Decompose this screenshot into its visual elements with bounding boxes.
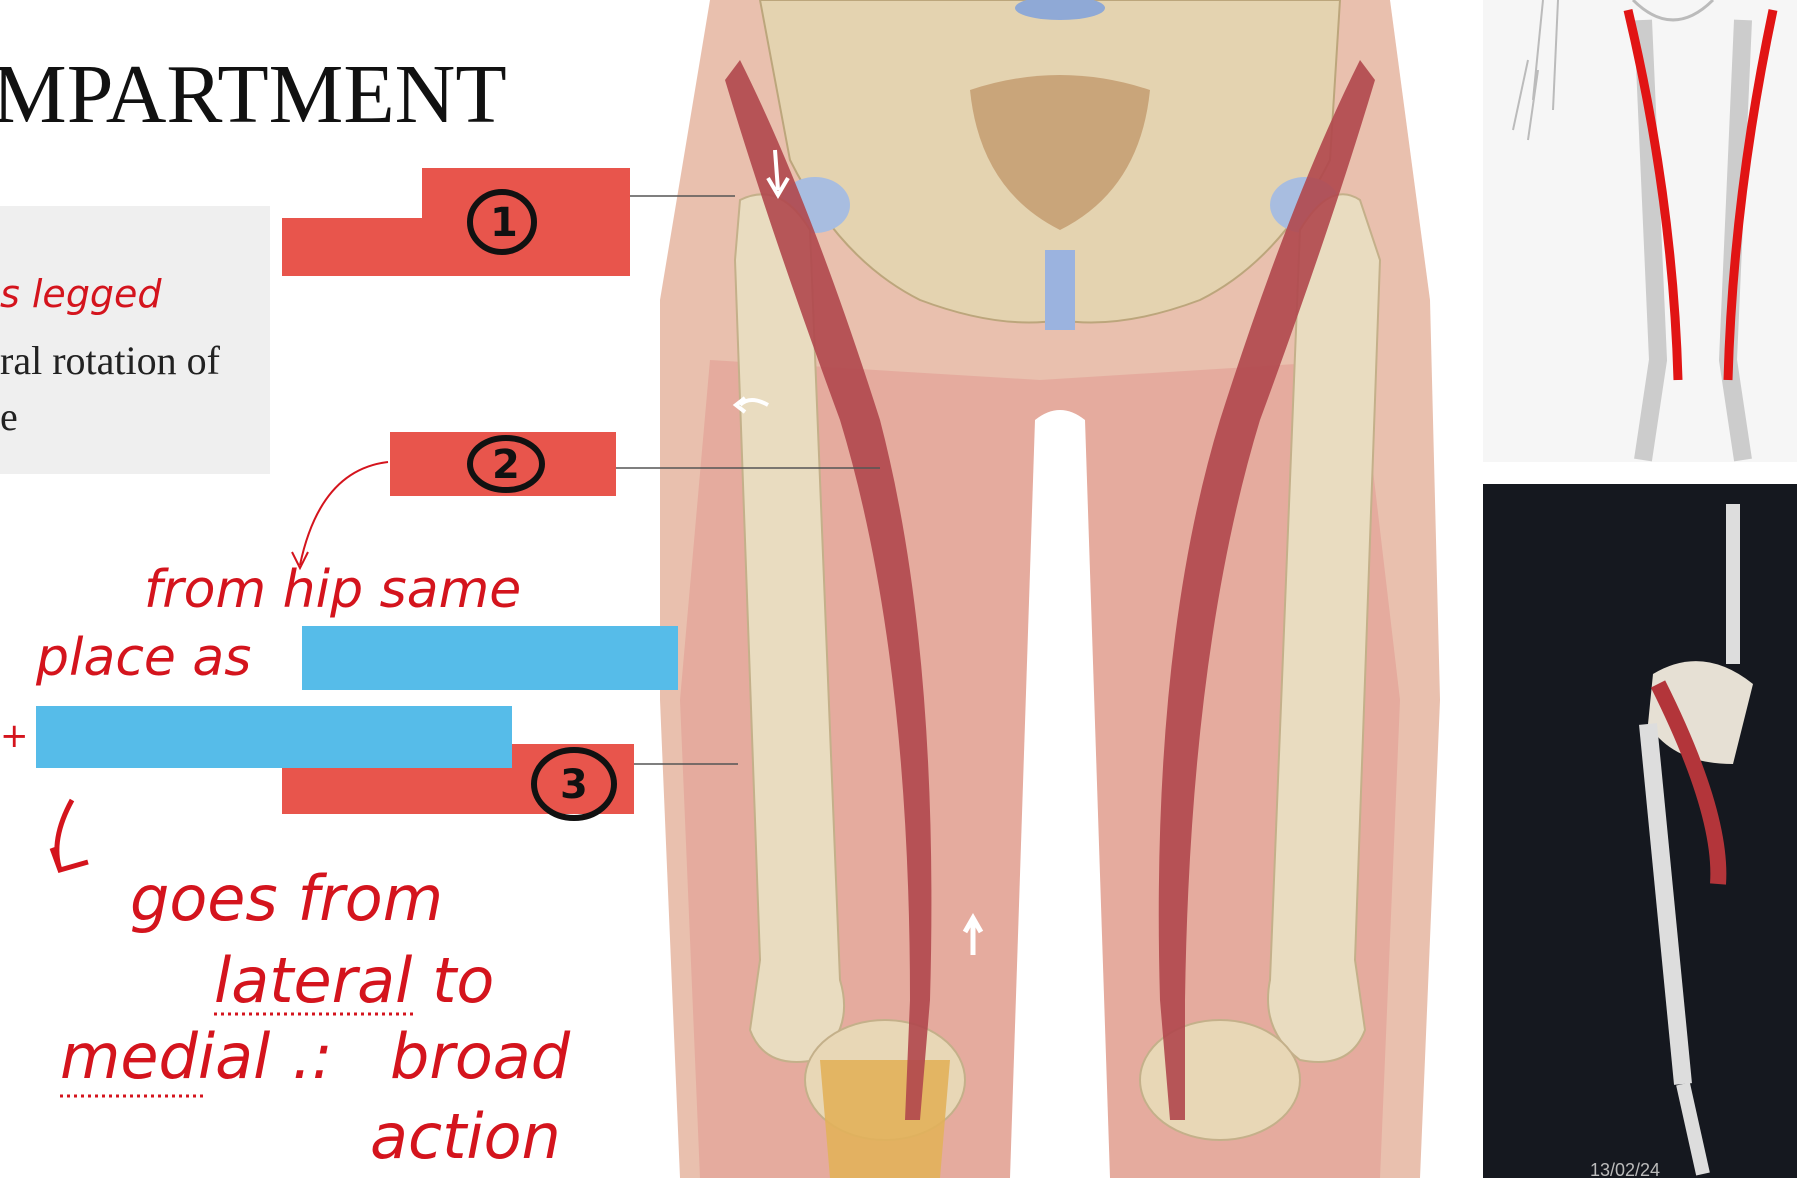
cover-box-2 [36,706,512,768]
cover-box-1 [302,626,678,690]
label-number-1-text: 1 [490,200,518,246]
skeleton-drawing-top [1512,0,1778,462]
annotation-medial: medial [60,1020,271,1093]
skeleton-image-bottom [1483,484,1797,1178]
label-box-2 [390,432,616,496]
text-box [0,206,270,474]
annotation-from-hip: from hip same [144,560,522,620]
annotation-lateral-to: lateral to [214,944,495,1017]
annotation-place-as: place as [36,628,252,688]
skeleton-drawing-bottom [1639,504,1753,1176]
annotation-therefore: .: [292,1020,333,1093]
annotation-stray: + [0,716,29,756]
label-box-1 [282,218,630,276]
annotation-broad: broad [390,1020,571,1093]
box-line-2: e [0,394,18,439]
box-line-1: ral rotation of [0,338,220,383]
annotation-goes-from: goes from [130,862,444,935]
label-number-3: 3 [531,747,617,821]
slide-title: MPARTMENT [0,48,507,141]
annotation-cross-legged: s legged [0,272,162,316]
annotation-action: action [370,1100,561,1173]
label-number-2-text: 2 [492,442,520,488]
label-number-3-text: 3 [560,762,588,808]
skeleton-image-top [1483,0,1797,462]
label-number-2: 2 [467,435,545,493]
label-number-1: 1 [467,189,537,255]
thigh-anatomy-illustration [660,0,1440,1178]
slide-date: 13/02/24 [1590,1160,1661,1180]
